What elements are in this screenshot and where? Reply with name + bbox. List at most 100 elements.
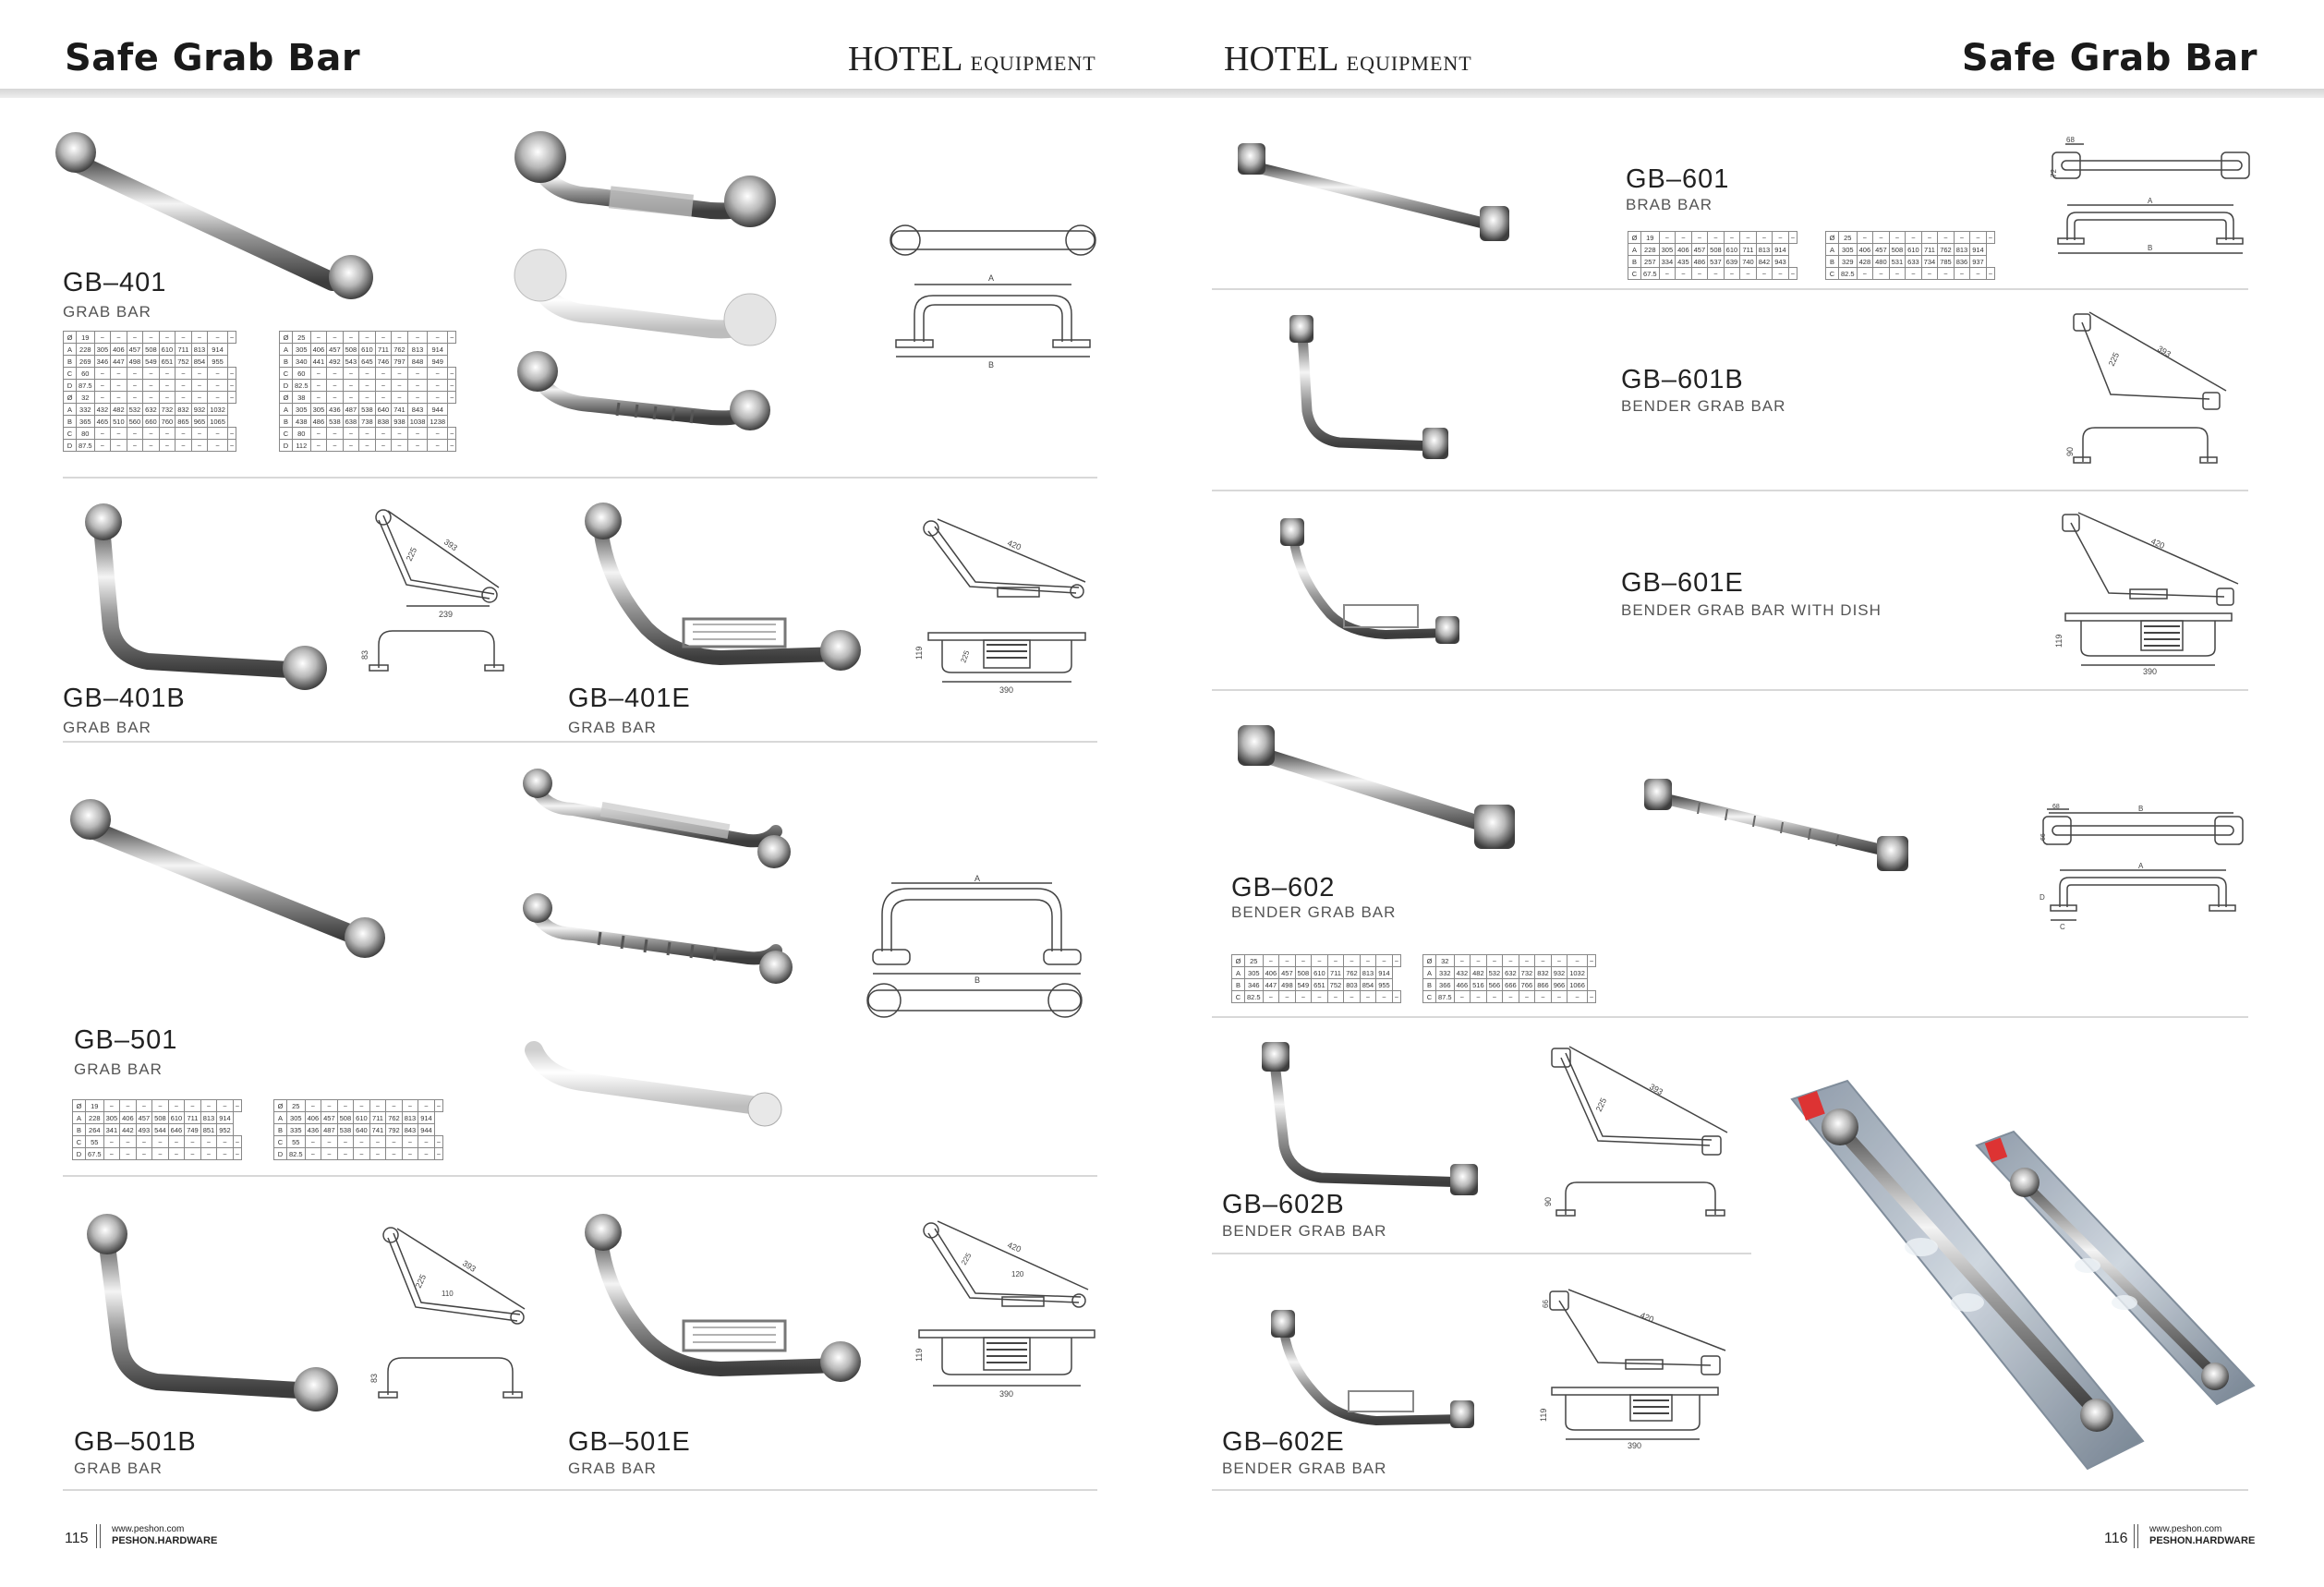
table-cell: B — [72, 1123, 86, 1136]
table-cell: 228 — [85, 1111, 104, 1124]
gb602b-photo — [1262, 1042, 1478, 1195]
table-cell: ~ — [391, 427, 408, 440]
table-cell: 865 — [175, 415, 192, 428]
table-cell: ~ — [190, 367, 209, 380]
gb601e-photo — [1280, 518, 1459, 644]
table-cell: C — [279, 367, 293, 380]
table-cell: ~ — [175, 427, 192, 440]
table-cell: ~ — [126, 391, 144, 404]
table-cell: ~ — [1294, 954, 1313, 967]
table-cell: 760 — [158, 415, 176, 428]
table-cell: ~ — [374, 427, 393, 440]
gb501-white-photo — [525, 1041, 782, 1127]
gb602e-drawing: 420 66 119 390 — [1539, 1289, 1726, 1450]
table-cell: A — [279, 403, 293, 416]
table-cell: 80 — [76, 427, 95, 440]
table-cell: ~ — [427, 367, 449, 380]
table-cell: 335 — [286, 1123, 306, 1136]
product-name: GRAB BAR — [63, 719, 151, 736]
table-cell: ~ — [391, 331, 408, 344]
table-cell: ~ — [1326, 990, 1345, 1003]
table-cell: ~ — [418, 1099, 435, 1112]
table-cell: 952 — [216, 1123, 234, 1136]
table-cell: 1238 — [427, 415, 449, 428]
table-cell: ~ — [1567, 990, 1588, 1003]
dim-label: B — [974, 975, 980, 985]
table-cell: ~ — [1985, 267, 1996, 280]
table-cell: 346 — [93, 355, 112, 368]
table-cell: ~ — [135, 1135, 153, 1148]
table-cell: 762 — [1343, 966, 1361, 979]
table-cell: ~ — [406, 367, 429, 380]
table-cell: ~ — [184, 1099, 201, 1112]
table-cell: ~ — [309, 427, 328, 440]
table-cell: B — [1628, 255, 1641, 268]
table-cell: ~ — [207, 439, 228, 452]
footer-divider — [96, 1524, 97, 1548]
table-cell: ~ — [1586, 990, 1597, 1003]
table-cell: ~ — [406, 379, 429, 392]
table-cell: ~ — [353, 1099, 370, 1112]
table-cell: ~ — [1787, 267, 1798, 280]
table-cell: 508 — [1294, 966, 1313, 979]
table-cell: ~ — [447, 379, 457, 392]
divider — [1212, 1253, 1751, 1254]
table-cell: 82.5 — [1838, 267, 1858, 280]
table-cell: 832 — [1534, 966, 1552, 979]
table-cell: 55 — [85, 1135, 104, 1148]
table-cell: ~ — [175, 379, 192, 392]
dim-label: 66 — [2040, 833, 2047, 841]
table-cell: 538 — [326, 415, 344, 428]
table-cell: 633 — [1905, 255, 1922, 268]
divider — [63, 1489, 1097, 1491]
table-cell: ~ — [135, 1099, 153, 1112]
table-cell: ~ — [374, 331, 393, 344]
table-cell: ~ — [304, 1099, 322, 1112]
table-cell: D — [273, 1147, 287, 1160]
table-cell: A — [1628, 243, 1641, 256]
divider — [1212, 490, 2248, 491]
table-cell: C — [273, 1135, 287, 1148]
table-cell: ~ — [1772, 267, 1789, 280]
dim-label: 390 — [999, 1389, 1013, 1399]
product-name: BENDER GRAB BAR — [1621, 397, 1786, 415]
table-cell: ~ — [1888, 267, 1906, 280]
dim-label: 119 — [1539, 1409, 1548, 1422]
table-cell: 1032 — [1567, 966, 1588, 979]
table-cell: 549 — [142, 355, 160, 368]
table-cell: 441 — [309, 355, 328, 368]
table-cell: C — [63, 367, 77, 380]
table-cell: ~ — [401, 1147, 419, 1160]
table-cell: ~ — [342, 427, 360, 440]
product-code: GB–501B — [74, 1427, 197, 1457]
table-cell: 510 — [110, 415, 127, 428]
table-cell: 305 — [1658, 243, 1676, 256]
table-cell: 493 — [135, 1123, 153, 1136]
table-cell: ~ — [326, 331, 344, 344]
table-cell: ~ — [1470, 990, 1487, 1003]
gb501b-photo — [87, 1214, 338, 1411]
table-cell: ~ — [1920, 267, 1939, 280]
table-cell: ~ — [1985, 231, 1996, 244]
table-cell: 914 — [418, 1111, 435, 1124]
table-cell: 87.5 — [76, 439, 95, 452]
table-cell: A — [63, 343, 77, 356]
table-cell: ~ — [326, 391, 344, 404]
table-cell: 711 — [184, 1111, 201, 1124]
product-code: GB–401 — [63, 268, 167, 297]
product-code: GB–602B — [1222, 1190, 1345, 1219]
table-cell: A — [1231, 966, 1245, 979]
table-cell: ~ — [391, 367, 408, 380]
table-cell: 914 — [1969, 243, 1987, 256]
